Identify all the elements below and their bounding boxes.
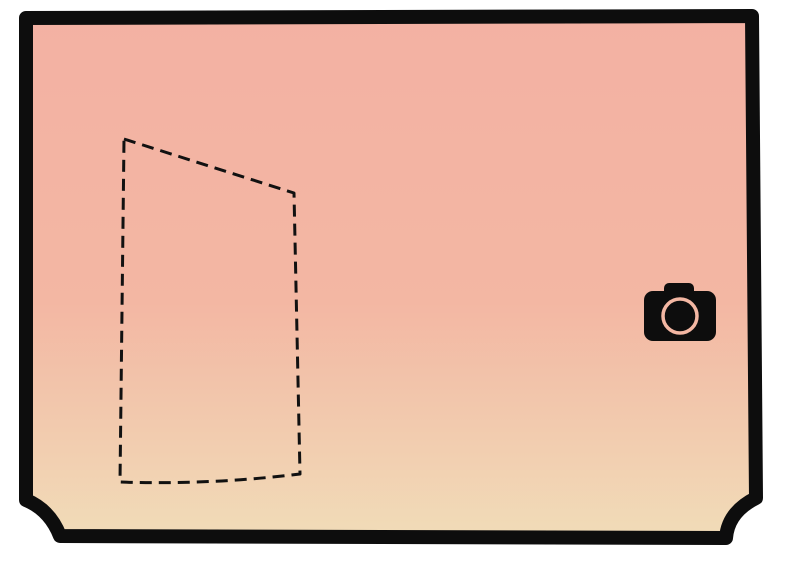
camera-icon[interactable] [644, 283, 716, 341]
photo-frame [19, 9, 763, 545]
dashed-selection-shape[interactable] [118, 137, 302, 485]
